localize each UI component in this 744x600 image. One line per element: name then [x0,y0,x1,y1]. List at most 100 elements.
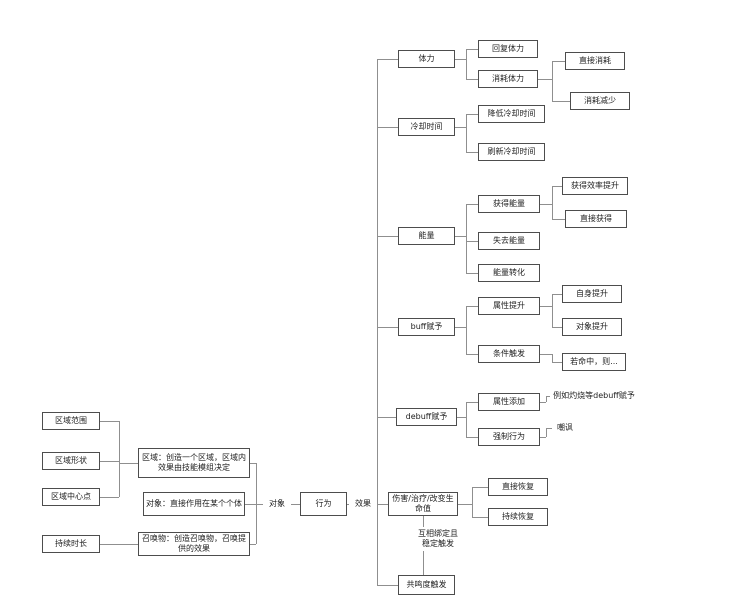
edge-segment [256,463,257,544]
edge-segment [377,417,396,418]
node-energy-convert[interactable]: 能量转化 [478,264,540,282]
edge-segment [377,59,398,60]
edge-segment [538,79,552,80]
node-target-up[interactable]: 对象提升 [562,318,622,336]
edge-segment [377,59,378,585]
edge-segment [546,428,547,437]
edge-segment [377,585,398,586]
edge-segment [472,487,488,488]
edge-segment [466,354,478,355]
edge-segment [100,461,119,462]
edge-segment [540,354,552,355]
node-forced-behavior[interactable]: 强制行为 [478,428,540,446]
node-self-up[interactable]: 自身提升 [562,285,622,303]
node-damage-heal[interactable]: 伤害/治疗/改变生命值 [388,492,458,516]
edge-segment [552,219,565,220]
node-consume-reduce[interactable]: 消耗减少 [570,92,630,110]
edge-segment [466,49,467,79]
node-note-taunt[interactable]: 嘲讽 [552,421,578,435]
node-resonance-trigger[interactable]: 共鸣度触发 [398,575,455,595]
edge-segment [458,504,472,505]
node-label-effect[interactable]: 效果 [349,497,377,511]
edge-segment [552,327,562,328]
edge-segment [466,402,467,437]
edge-segment [552,186,562,187]
node-gain-efficiency[interactable]: 获得效率提升 [562,177,628,195]
edge-segment [472,487,473,517]
node-label-target[interactable]: 对象 [263,497,291,511]
edge-segment [466,204,467,273]
node-desc-summon[interactable]: 召唤物：创造召唤物，召唤提供的效果 [138,532,250,556]
node-refresh-cooldown[interactable]: 刷新冷却时间 [478,143,545,161]
edge-segment [455,127,466,128]
node-consume-stamina[interactable]: 消耗体力 [478,70,538,88]
node-cooldown[interactable]: 冷却时间 [398,118,455,136]
edge-segment [552,354,553,362]
node-direct-gain[interactable]: 直接获得 [565,210,627,228]
edge-segment [466,306,467,354]
edge-segment [540,204,552,205]
edge-segment [377,127,398,128]
edge-segment [423,551,424,575]
node-desc-target[interactable]: 对象：直接作用在某个个体 [143,492,245,516]
edge-segment [540,402,546,403]
edge-segment [466,49,478,50]
node-stamina[interactable]: 体力 [398,50,455,68]
node-lose-energy[interactable]: 失去能量 [478,232,540,250]
edge-segment [377,327,398,328]
edge-segment [466,114,478,115]
node-buff-grant[interactable]: buff赋予 [398,318,455,336]
edge-segment [466,402,478,403]
edge-segment [100,421,119,422]
edge-segment [552,362,562,363]
edge-segment [377,504,388,505]
edge-segment [546,428,552,429]
edge-segment [546,396,547,402]
edge-segment [455,236,466,237]
node-region-center[interactable]: 区域中心点 [42,488,100,506]
edge-segment [100,544,138,545]
edge-segment [466,437,478,438]
node-region-range[interactable]: 区域范围 [42,412,100,430]
edge-segment [546,396,550,397]
edge-segment [466,273,478,274]
edge-segment [466,79,478,80]
edge-segment [466,241,478,242]
node-desc-region[interactable]: 区域：创造一个区域，区域内效果由技能模组决定 [138,448,250,478]
node-debuff-grant[interactable]: debuff赋予 [396,408,457,426]
edge-segment [455,59,466,60]
edge-segment [119,463,138,464]
node-reduce-cooldown[interactable]: 降低冷却时间 [478,105,545,123]
edge-segment [466,204,478,205]
node-note-burn[interactable]: 例如灼烧等debuff赋予 [550,388,638,404]
edge-segment [119,421,120,497]
node-attr-add[interactable]: 属性添加 [478,393,540,411]
edge-segment [250,463,256,464]
edge-segment [552,294,562,295]
node-continuous-restore[interactable]: 持续恢复 [488,508,548,526]
edge-segment [250,544,256,545]
edge-segment [466,114,467,152]
node-direct-consume[interactable]: 直接消耗 [565,52,625,70]
node-direct-restore[interactable]: 直接恢复 [488,478,548,496]
node-gain-energy[interactable]: 获得能量 [478,195,540,213]
edge-segment [540,306,552,307]
edge-segment [466,306,478,307]
node-attr-up[interactable]: 属性提升 [478,297,540,315]
node-duration[interactable]: 持续时长 [42,535,100,553]
node-behavior[interactable]: 行为 [300,492,347,516]
edge-segment [457,417,466,418]
node-restore-stamina[interactable]: 回复体力 [478,40,538,58]
node-region-shape[interactable]: 区域形状 [42,452,100,470]
node-note-bind[interactable]: 互相绑定且稳定触发 [415,527,461,551]
node-if-hit[interactable]: 若命中，则... [562,353,626,371]
edge-segment [540,437,546,438]
edge-segment [552,61,553,101]
node-energy[interactable]: 能量 [398,227,455,245]
edge-segment [423,516,424,527]
edge-segment [552,294,553,327]
edge-segment [552,61,565,62]
node-condition-trigger[interactable]: 条件触发 [478,345,540,363]
edge-segment [245,504,256,505]
